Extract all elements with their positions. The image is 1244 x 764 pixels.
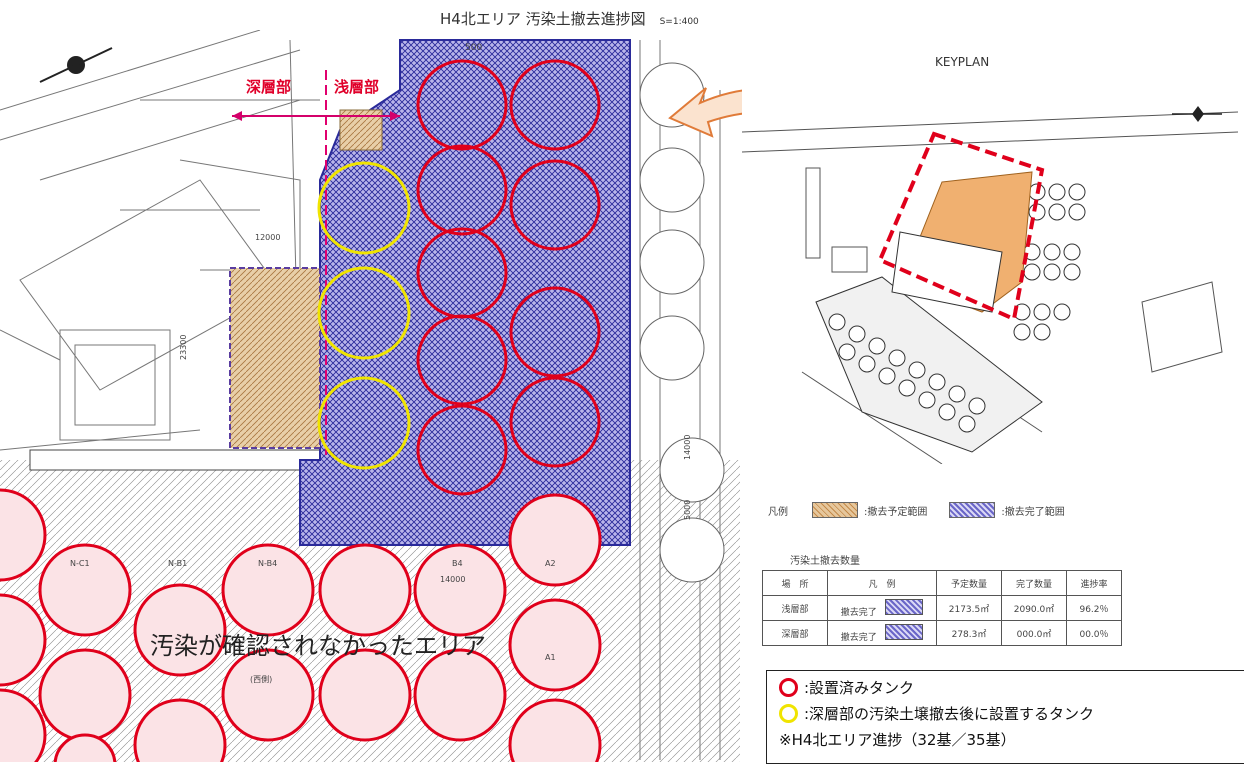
map-title-text: H4北エリア 汚染土撤去進捗図 — [440, 10, 646, 28]
row-legend: 撤去完了 — [827, 620, 937, 646]
legend-planned-label: :撤去予定範囲 — [864, 506, 928, 518]
legend-done-label: :撤去完了範囲 — [1001, 506, 1065, 518]
row-planned: 278.3㎡ — [936, 620, 1002, 646]
lower-tanks — [0, 488, 602, 762]
row-rate: 00.0％ — [1066, 620, 1122, 646]
dim-12000: 12000 — [255, 233, 280, 242]
row-place: 浅層部 — [762, 595, 828, 621]
tank-dim-label: 14000 — [440, 575, 465, 584]
no-contamination-area-label: 汚染が確認されなかったエリア — [150, 632, 486, 660]
keyplan-tanks — [828, 183, 1086, 433]
tank-label-n-b1: N-B1 — [168, 559, 187, 568]
tank-label-b4: B4 — [452, 559, 463, 568]
row-swatch — [885, 623, 924, 640]
note-to-install: :深層部の汚染土壌撤去後に設置するタンク — [779, 703, 1094, 724]
legend-title: 凡例 — [768, 506, 788, 518]
quantity-table-title: 汚染土撤去数量 — [790, 556, 860, 567]
map-scale: S=1:400 — [659, 17, 699, 27]
col-completed: 完了数量 — [1001, 570, 1067, 596]
dim-23300: 23300 — [179, 335, 188, 360]
installed-tanks — [416, 59, 601, 496]
red-circle-icon — [779, 678, 798, 697]
shallow-layer-label: 浅層部 — [334, 78, 380, 96]
col-planned: 予定数量 — [936, 570, 1002, 596]
legend-planned-swatch — [812, 502, 858, 518]
deep-layer-label: 深層部 — [246, 78, 292, 96]
north-arrow-icon — [39, 47, 113, 83]
dim-14000: 14000 — [683, 435, 692, 460]
quantity-table-header: 場 所 凡 例 予定数量 完了数量 進捗率 — [762, 570, 1122, 596]
tank-label-n-b4: N-B4 — [258, 559, 277, 568]
note-to-install-text: :深層部の汚染土壌撤去後に設置するタンク — [804, 705, 1095, 723]
row-completed: 000.0㎡ — [1001, 620, 1067, 646]
legend-done-swatch — [949, 502, 996, 518]
tank-label-a1: A1 — [545, 653, 556, 662]
map-title: H4北エリア 汚染土撤去進捗図 S=1:400 — [440, 8, 699, 29]
existing-tanks-east — [639, 62, 725, 583]
deep-removal-planned-area — [229, 267, 321, 449]
note-progress: ※H4北エリア進捗（32基／35基） — [779, 729, 1016, 750]
note-progress-text: ※H4北エリア進捗（32基／35基） — [779, 731, 1016, 749]
tank-label-a2: A2 — [545, 559, 556, 568]
col-legend: 凡 例 — [827, 570, 937, 596]
keyplan-title: KEYPLAN — [935, 55, 990, 69]
row-legend: 撤去完了 — [827, 595, 937, 621]
row-place: 深層部 — [762, 620, 828, 646]
planned-tanks — [317, 161, 411, 470]
note-installed: :設置済みタンク — [779, 677, 914, 698]
notes-box: :設置済みタンク :深層部の汚染土壌撤去後に設置するタンク ※H4北エリア進捗（… — [766, 670, 1244, 764]
tank-label-n-c1: N-C1 — [70, 559, 90, 568]
legend: 凡例 :撤去予定範囲 :撤去完了範囲 — [768, 502, 1065, 518]
dim-5000: 5000 — [683, 500, 692, 520]
keyplan-h4-tank-block — [891, 231, 1003, 313]
keyplan-map — [742, 72, 1238, 464]
row-status: 撤去完了 — [840, 632, 877, 643]
yellow-circle-icon — [779, 704, 798, 723]
table-row: 深層部 撤去完了 278.3㎡ 000.0㎡ 00.0％ — [762, 620, 1122, 646]
keyplan-north-arrow-icon — [1172, 106, 1222, 122]
row-planned: 2173.5㎡ — [936, 595, 1002, 621]
col-rate: 進捗率 — [1066, 570, 1122, 596]
keyplan-highlight-box — [877, 131, 1045, 322]
row-status: 撤去完了 — [840, 607, 877, 618]
site-plan-map: 500 12000 23300 14000 5000 N-C1 N-B1 N-B… — [0, 30, 740, 762]
row-completed: 2090.0㎡ — [1001, 595, 1067, 621]
bldg-west-label: (西側) — [250, 674, 272, 684]
quantity-table: 場 所 凡 例 予定数量 完了数量 進捗率 浅層部 撤去完了 2173.5㎡ 2… — [762, 570, 1122, 646]
note-installed-text: :設置済みタンク — [804, 679, 915, 697]
row-swatch — [885, 598, 924, 615]
col-place: 場 所 — [762, 570, 828, 596]
keyplan-lower-block — [815, 276, 1043, 453]
table-row: 浅層部 撤去完了 2173.5㎡ 2090.0㎡ 96.2％ — [762, 595, 1122, 621]
row-rate: 96.2％ — [1066, 595, 1122, 621]
dim-500: 500 — [465, 43, 482, 53]
